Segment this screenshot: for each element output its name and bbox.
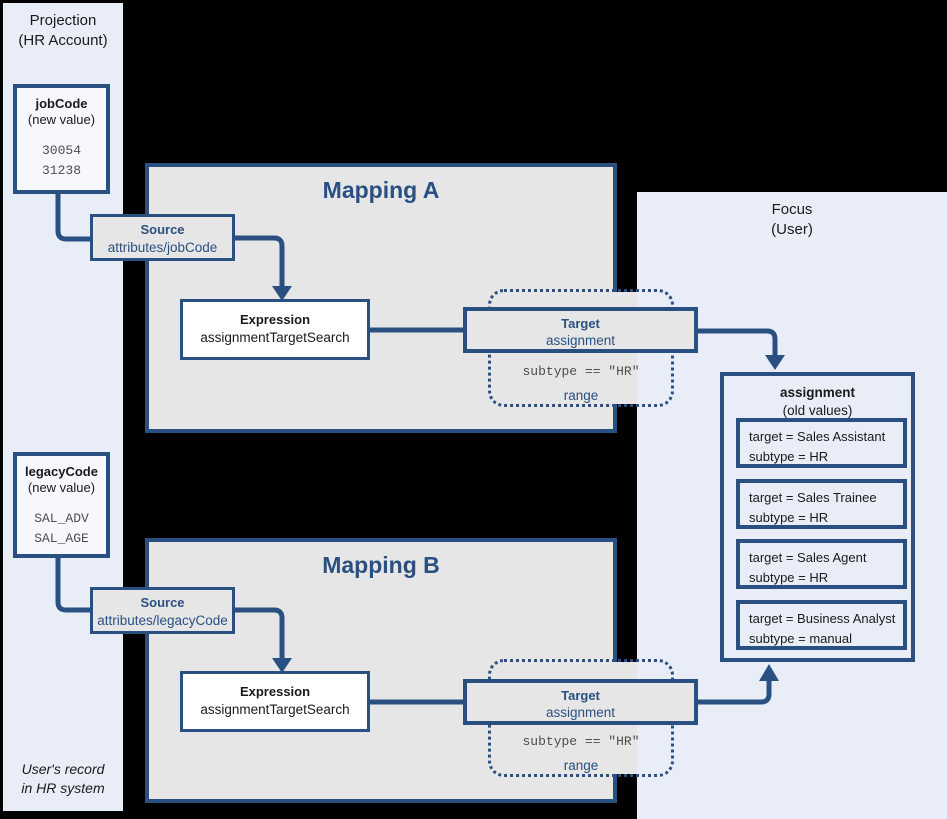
assignment-item-sales-assistant: target = Sales Assistant subtype = HR bbox=[736, 418, 907, 468]
mapping-b-target-subtitle: assignment bbox=[545, 704, 616, 720]
mapping-a-target-box: Target assignment bbox=[463, 307, 698, 353]
jobcode-subtitle: (new value) bbox=[27, 112, 96, 128]
mapping-a-range-label: range bbox=[563, 388, 599, 403]
jobcode-value-1: 30054 bbox=[41, 142, 81, 158]
assignment-item-2-line2: subtype = HR bbox=[749, 510, 829, 526]
mapping-a-container: Mapping A bbox=[145, 163, 617, 433]
mapping-a-range-condition: subtype == "HR" bbox=[522, 364, 640, 379]
jobcode-value-2: 31238 bbox=[41, 162, 81, 178]
legacycode-value-1: SAL_ADV bbox=[34, 510, 89, 526]
assignment-old-values-box: assignment (old values) target = Sales A… bbox=[720, 372, 915, 662]
legacycode-value-2: SAL_AGE bbox=[34, 530, 89, 546]
mapping-a-expression-title: Expression bbox=[239, 312, 311, 327]
hr-record-note-line2: in HR system bbox=[21, 779, 105, 796]
mapping-b-target-box: Target assignment bbox=[463, 679, 698, 725]
assignment-item-2-line1: target = Sales Trainee bbox=[749, 490, 877, 505]
projection-panel-title: Projection (HR Account) bbox=[3, 11, 123, 50]
assignment-item-4-line1: target = Business Analyst bbox=[749, 611, 896, 626]
focus-panel-title: Focus (User) bbox=[637, 200, 947, 239]
mapping-a-source-title: Source bbox=[140, 222, 185, 237]
mapping-a-expression-box: Expression assignmentTargetSearch bbox=[180, 299, 370, 360]
mapping-b-source-box: Source attributes/legacyCode bbox=[90, 587, 235, 634]
mapping-a-expression-subtitle: assignmentTargetSearch bbox=[200, 329, 350, 345]
assignment-box-subtitle: (old values) bbox=[782, 402, 853, 418]
assignment-item-sales-agent: target = Sales Agent subtype = HR bbox=[736, 539, 907, 589]
jobcode-value-box: jobCode (new value) 30054 31238 bbox=[13, 84, 110, 194]
mapping-b-container: Mapping B bbox=[145, 538, 617, 803]
mapping-a-source-subtitle: attributes/jobCode bbox=[107, 239, 218, 255]
projection-title-line2: (HR Account) bbox=[18, 31, 108, 49]
assignment-item-sales-trainee: target = Sales Trainee subtype = HR bbox=[736, 479, 907, 529]
assignment-box-title: assignment bbox=[779, 385, 856, 400]
mapping-a-title: Mapping A bbox=[322, 177, 440, 203]
legacycode-subtitle: (new value) bbox=[27, 480, 96, 496]
projection-title-line1: Projection bbox=[29, 12, 97, 29]
legacycode-values: SAL_ADV SAL_AGE bbox=[17, 509, 106, 549]
legacycode-value-box: legacyCode (new value) SAL_ADV SAL_AGE bbox=[13, 452, 110, 558]
focus-title-line2: (User) bbox=[771, 220, 813, 238]
mapping-b-expression-box: Expression assignmentTargetSearch bbox=[180, 671, 370, 732]
mapping-b-range-label: range bbox=[563, 758, 599, 773]
legacycode-title: legacyCode bbox=[25, 464, 98, 479]
hr-record-note-line1: User's record bbox=[21, 761, 105, 777]
assignment-item-1-line2: subtype = HR bbox=[749, 449, 829, 465]
assignment-item-business-analyst: target = Business Analyst subtype = manu… bbox=[736, 600, 907, 650]
jobcode-title: jobCode bbox=[35, 96, 88, 111]
assignment-item-3-line1: target = Sales Agent bbox=[749, 550, 867, 565]
assignment-item-1-line1: target = Sales Assistant bbox=[749, 429, 886, 444]
mapping-b-title: Mapping B bbox=[322, 552, 440, 578]
hr-record-note: User's record in HR system bbox=[3, 760, 123, 798]
jobcode-values: 30054 31238 bbox=[17, 141, 106, 181]
mapping-b-expression-subtitle: assignmentTargetSearch bbox=[200, 701, 350, 717]
mapping-b-source-title: Source bbox=[140, 595, 185, 610]
focus-title-line1: Focus bbox=[771, 201, 813, 218]
mapping-b-source-subtitle: attributes/legacyCode bbox=[97, 612, 228, 628]
mapping-b-expression-title: Expression bbox=[239, 684, 311, 699]
mapping-b-target-title: Target bbox=[561, 688, 600, 703]
mapping-a-source-box: Source attributes/jobCode bbox=[90, 214, 235, 261]
assignment-item-3-line2: subtype = HR bbox=[749, 570, 829, 586]
mapping-b-range-condition: subtype == "HR" bbox=[522, 734, 640, 749]
mapping-a-target-subtitle: assignment bbox=[545, 332, 616, 348]
mapping-a-target-title: Target bbox=[561, 316, 600, 331]
assignment-item-4-line2: subtype = manual bbox=[749, 631, 852, 647]
